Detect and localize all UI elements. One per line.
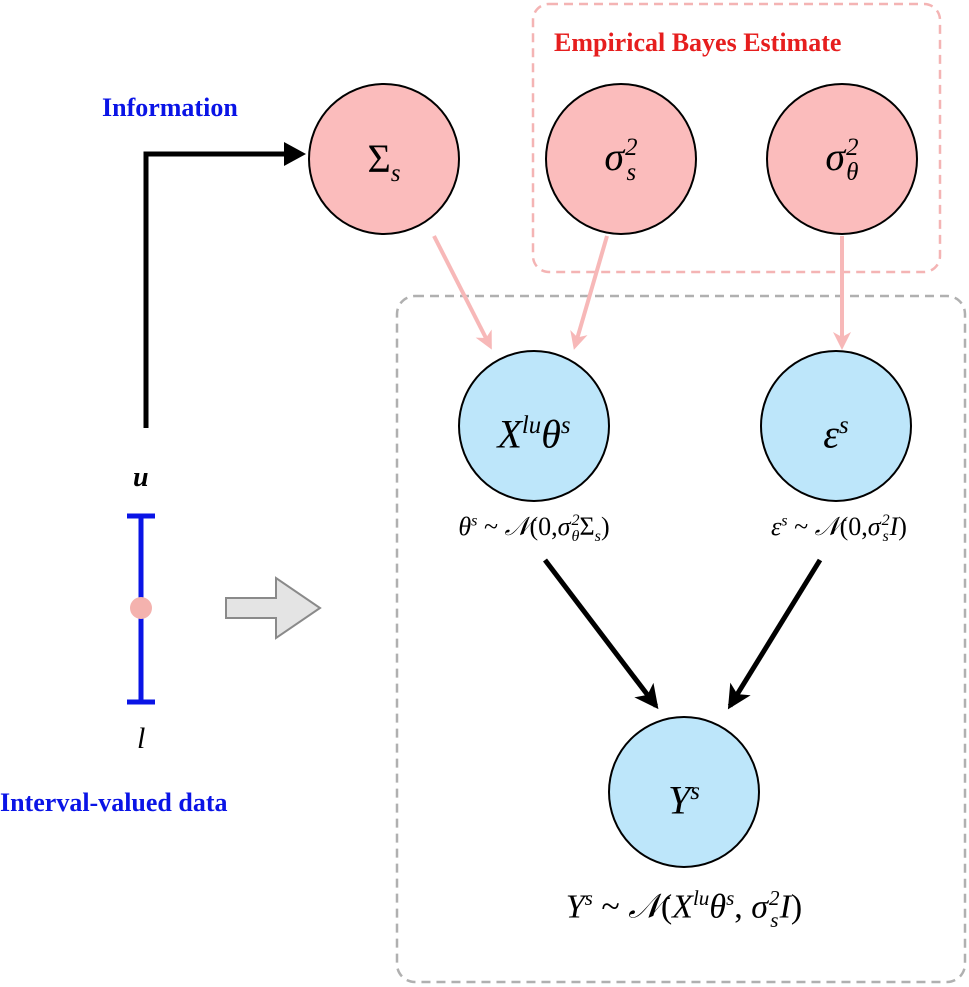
arrow-sigmacap-to-xtheta	[432, 235, 492, 350]
information-label: Information	[102, 93, 238, 122]
information-arrowhead	[284, 142, 306, 166]
node-y	[608, 716, 760, 868]
node-sigma-cap-label: Σs	[367, 136, 401, 187]
arrow-xtheta-to-y	[543, 558, 659, 710]
empirical-bayes-label: Empirical Bayes Estimate	[554, 28, 842, 57]
node-x-theta-label: Xluθs	[497, 411, 571, 457]
node-x-theta	[458, 350, 610, 502]
interval-data-label: Interval-valued data	[0, 788, 228, 817]
node-y-label: Ys	[668, 777, 700, 823]
information-arrow	[143, 151, 290, 428]
interval-midpoint	[130, 597, 152, 619]
node-epsilon-label: εs	[823, 411, 849, 457]
arrow-eps-to-y	[727, 558, 823, 710]
empirical-bayes-box	[531, 2, 942, 274]
upper-bound-label: u	[133, 462, 149, 493]
lower-bound-label: l	[137, 722, 146, 755]
node-epsilon	[760, 350, 912, 502]
node-sigma-cap	[308, 83, 460, 235]
arrow-sigmas-to-xtheta	[570, 235, 609, 350]
node-sigma-theta-sq	[766, 83, 918, 235]
model-box	[395, 294, 967, 984]
block-arrow	[225, 576, 322, 640]
node-sigma-s-sq	[545, 83, 697, 235]
